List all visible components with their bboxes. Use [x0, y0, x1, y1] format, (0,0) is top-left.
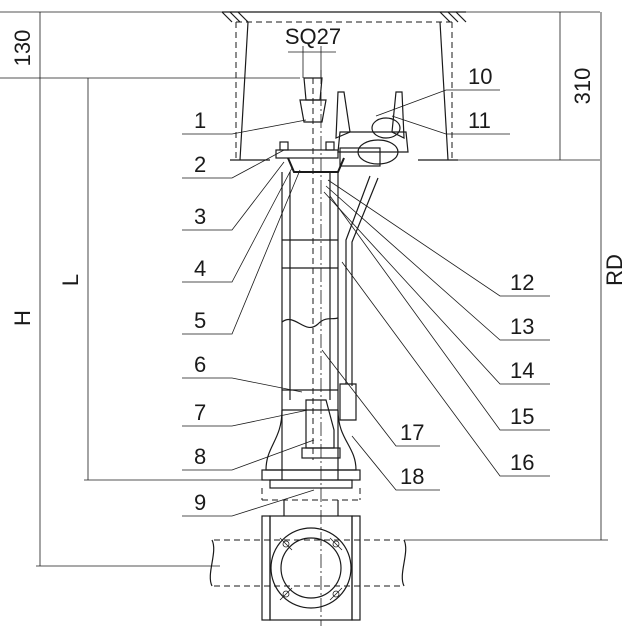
callout-2: 2: [194, 152, 206, 177]
callout-leaders-left: [182, 119, 315, 517]
callout-7: 7: [194, 400, 206, 425]
callout-17: 17: [400, 420, 424, 445]
dim-rd-label: RD: [602, 254, 627, 286]
dim-130-label: 130: [10, 30, 35, 67]
callout-18: 18: [400, 464, 424, 489]
dimension-h: H: [10, 78, 220, 567]
callout-8: 8: [194, 444, 206, 469]
dim-sq27-label: SQ27: [285, 24, 341, 49]
callout-numbers: 1 2 3 4 5 6 7 8 9 10 11 12 13 14 15 16 1…: [194, 64, 534, 515]
dim-l-label: L: [58, 274, 83, 286]
callout-13: 13: [510, 314, 534, 339]
dimension-l: L: [58, 78, 266, 481]
dimension-sq27: SQ27: [285, 24, 341, 78]
dim-h-label: H: [10, 310, 35, 326]
callout-11: 11: [468, 108, 491, 133]
callout-6: 6: [194, 352, 206, 377]
street-box: [221, 11, 467, 161]
callout-leaders-right: [321, 89, 550, 491]
hydrant-body: [261, 70, 409, 626]
dim-310-label: 310: [570, 68, 595, 105]
callout-3: 3: [194, 204, 206, 229]
callout-9: 9: [194, 490, 206, 515]
dimension-310: 310: [452, 11, 600, 161]
callout-4: 4: [194, 256, 206, 281]
dimension-130: 130: [0, 11, 300, 79]
dimension-rd: RD: [404, 12, 627, 541]
callout-1: 1: [194, 108, 206, 133]
callout-14: 14: [510, 358, 534, 383]
callout-12: 12: [510, 270, 534, 295]
pipe-tee: [209, 488, 407, 621]
callout-10: 10: [468, 64, 492, 89]
callout-15: 15: [510, 404, 534, 429]
callout-16: 16: [510, 450, 534, 475]
callout-5: 5: [194, 308, 206, 333]
